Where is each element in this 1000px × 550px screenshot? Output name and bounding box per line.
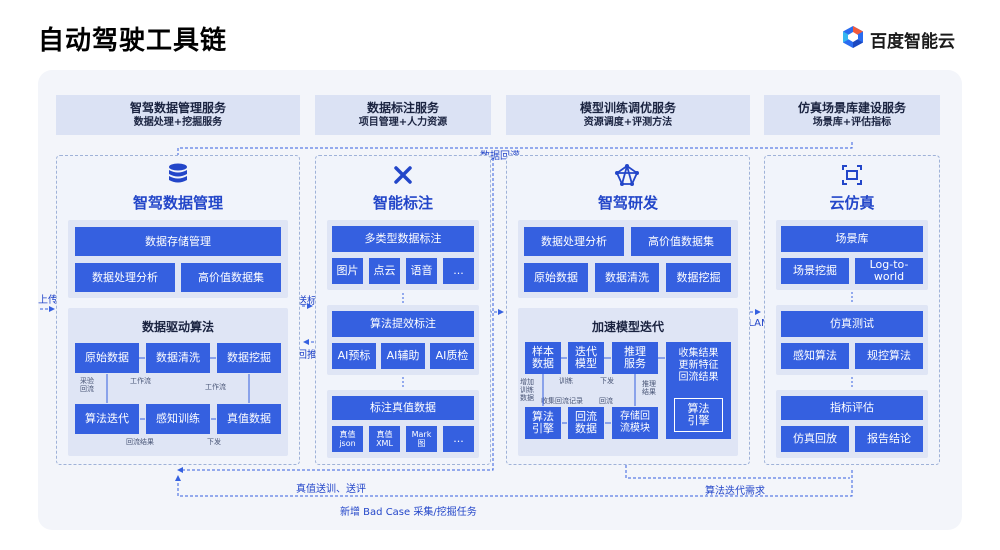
- label-new-badcase: 新增 Bad Case 采集/挖掘任务: [340, 507, 477, 518]
- service-subtitle: 资源调度+评测方法: [583, 117, 673, 128]
- ai-prelabel: AI预标: [332, 343, 376, 369]
- label-upload: 上传: [38, 295, 58, 306]
- label-send-label: 送标: [297, 296, 317, 307]
- report-conclusion: 报告结论: [855, 426, 923, 452]
- service-title: 仿真场景库建设服务: [797, 101, 906, 115]
- logo-text: 百度智能云: [870, 31, 955, 52]
- note-down: 下发: [600, 377, 614, 385]
- rnd-data-analysis: 数据处理分析: [524, 227, 624, 256]
- data-clean-node: 数据清洗: [146, 343, 210, 373]
- collect-result-text: 收集结果 更新特征 回流结果: [678, 348, 719, 383]
- note-sample-back: 采验 回流: [80, 377, 94, 393]
- service-title: 模型训练调优服务: [579, 101, 676, 115]
- algo-engine-node: 算法 引擎: [525, 407, 561, 439]
- page-title: 自动驾驶工具链: [38, 26, 228, 56]
- service-title: 智驾数据管理服务: [129, 101, 226, 115]
- type-audio: 语音: [406, 258, 437, 284]
- cloud-logo-icon: [842, 25, 864, 53]
- format-xml: 真值 XML: [369, 426, 400, 452]
- format-mark: Mark 图: [406, 426, 437, 452]
- perception-algo: 感知算法: [781, 343, 849, 369]
- service-annotation: 数据标注服务 项目管理+人力资源: [315, 95, 491, 135]
- service-data-management: 智驾数据管理服务 数据处理+挖掘服务: [56, 95, 300, 135]
- service-subtitle: 项目管理+人力资源: [358, 117, 448, 128]
- rnd-data-mine: 数据挖掘: [666, 263, 731, 292]
- scene-icon: [840, 163, 864, 187]
- note-back-result: 回流结果: [126, 438, 154, 446]
- database-icon: [166, 163, 190, 187]
- sample-data-node: 样本 数据: [525, 342, 561, 374]
- rnd-raw-data: 原始数据: [524, 263, 588, 292]
- ai-qc: AI质检: [430, 343, 474, 369]
- service-simulation: 仿真场景库建设服务 场景库+评估指标: [764, 95, 940, 135]
- log-to-world: Log-to- world: [855, 258, 923, 284]
- note-add-train: 增加 训练 数据: [520, 378, 534, 402]
- note-workflow-1: 工作流: [130, 377, 151, 385]
- label-algo-iter-req: 算法迭代需求: [705, 486, 765, 497]
- network-icon: [614, 163, 640, 187]
- back-data-node: 回流 数据: [568, 407, 604, 439]
- metric-eval: 指标评估: [781, 396, 923, 420]
- column-title: 智驾研发: [597, 194, 658, 212]
- note-train: 训练: [559, 377, 573, 385]
- labeled-truth-data: 标注真值数据: [332, 396, 474, 420]
- scene-mining: 场景挖掘: [781, 258, 849, 284]
- tools-icon: [391, 163, 415, 187]
- service-model-training: 模型训练调优服务 资源调度+评测方法: [506, 95, 750, 135]
- infer-service-node: 推理 服务: [612, 342, 658, 374]
- store-back-module: 存储回 流模块: [612, 407, 658, 439]
- scene-library: 场景库: [781, 226, 923, 252]
- rnd-hv-dataset: 高价值数据集: [631, 227, 731, 256]
- note-workflow-2: 工作流: [205, 383, 226, 391]
- column-title: 云仿真: [829, 194, 875, 212]
- high-value-dataset: 高价值数据集: [181, 263, 281, 292]
- service-subtitle: 场景库+评估指标: [812, 117, 892, 128]
- ai-assist: AI辅助: [381, 343, 425, 369]
- iter-model-node: 迭代 模型: [568, 342, 604, 374]
- service-subtitle: 数据处理+挖掘服务: [133, 117, 223, 128]
- label-truth-train: 真值送训、送评: [296, 484, 366, 495]
- label-slam: SLAM: [742, 318, 770, 329]
- algo-engine-node-2: 算法 引擎: [674, 398, 723, 432]
- type-image: 图片: [332, 258, 363, 284]
- note-infer-result: 推理 结果: [642, 380, 656, 396]
- control-algo: 规控算法: [855, 343, 923, 369]
- service-title: 数据标注服务: [366, 101, 439, 115]
- sim-replay: 仿真回放: [781, 426, 849, 452]
- brand-logo: 百度智能云: [842, 26, 955, 52]
- note-back: 回流: [599, 397, 613, 405]
- rnd-data-clean: 数据清洗: [595, 263, 659, 292]
- note-down: 下发: [207, 438, 221, 446]
- sim-test: 仿真测试: [781, 311, 923, 337]
- algo-iter-node: 算法迭代: [75, 404, 139, 434]
- data-processing-analysis: 数据处理分析: [75, 263, 175, 292]
- format-json: 真值 json: [332, 426, 363, 452]
- percep-train-node: 感知训练: [146, 404, 210, 434]
- algo-efficiency-annotation: 算法提效标注: [332, 311, 474, 337]
- format-more: ...: [443, 426, 474, 452]
- data-storage-management: 数据存储管理: [75, 227, 281, 256]
- truth-data-node: 真值数据: [217, 404, 281, 434]
- type-more: ...: [443, 258, 474, 284]
- note-collect-record: 收集回流记录: [541, 397, 583, 405]
- algo-group-title: 数据驱动算法: [141, 320, 214, 334]
- label-data-backfill: 数据回灌: [480, 151, 520, 162]
- accel-group-title: 加速模型迭代: [591, 320, 664, 334]
- multi-type-annotation: 多类型数据标注: [332, 226, 474, 252]
- raw-data-node: 原始数据: [75, 343, 139, 373]
- type-pointcloud: 点云: [369, 258, 400, 284]
- label-push-back: 回推: [297, 350, 317, 361]
- column-title: 智能标注: [372, 194, 433, 212]
- data-mine-node: 数据挖掘: [217, 343, 281, 373]
- column-title: 智驾数据管理: [132, 194, 223, 212]
